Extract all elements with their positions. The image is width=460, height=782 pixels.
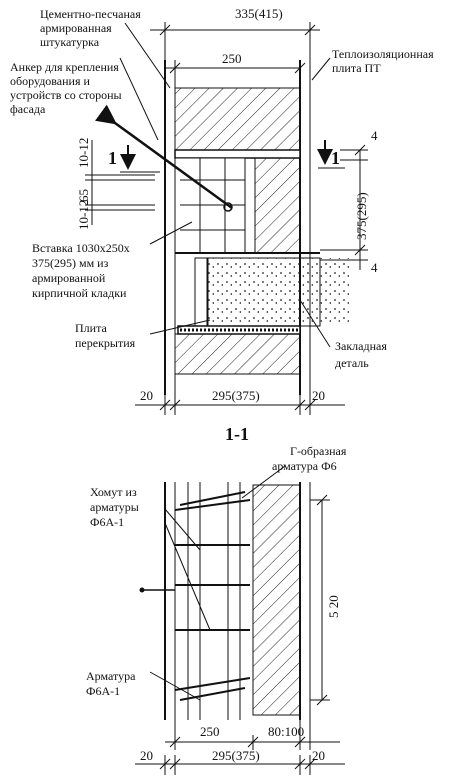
label-anchor-4: фасада [10, 102, 46, 116]
dim-20-left-lower: 20 [140, 748, 153, 763]
label-anchor-1: Анкер для крепления [10, 60, 119, 74]
label-insulation-1: Теплоизоляционная [332, 47, 434, 61]
dim-10-12-top: 10-12 [76, 138, 91, 168]
label-insert-4: кирпичной кладки [32, 286, 127, 300]
dim-5-20: 5 20 [326, 595, 341, 618]
label-stirrup-2: арматуры [90, 500, 139, 514]
label-rebar-2: Ф6А-1 [86, 684, 120, 698]
label-insert-3: армированной [32, 271, 106, 285]
label-embedded-1: Закладная [335, 339, 387, 353]
upper-section [85, 22, 368, 415]
dim-20-right-lower: 20 [312, 748, 325, 763]
dim-65: 65 [76, 189, 91, 202]
dim-4-top: 4 [371, 128, 378, 143]
dim-375-295: 375(295) [354, 192, 369, 240]
label-g-rebar-2: арматура Ф6 [272, 459, 337, 473]
labels: Цементно-песчаная армированная штукатурк… [10, 6, 434, 763]
section-mark-right: 1 [331, 148, 340, 168]
label-g-rebar-1: Г-образная [290, 444, 347, 458]
label-slab-2: перекрытия [75, 336, 136, 350]
label-stirrup-1: Хомут из [90, 485, 137, 499]
label-slab-1: Плита [75, 321, 107, 335]
dim-20-right: 20 [312, 388, 325, 403]
label-plaster-2: армированная [40, 21, 112, 35]
label-stirrup-3: Ф6А-1 [90, 515, 124, 529]
label-rebar-1: Арматура [86, 669, 136, 683]
section-mark-left: 1 [108, 148, 117, 168]
label-insert-2: 375(295) мм из [32, 256, 109, 270]
dim-250-top: 250 [222, 51, 242, 66]
section-1-1 [135, 465, 345, 775]
dim-335-415: 335(415) [235, 6, 283, 21]
label-insert-1: Вставка 1030х250х [32, 241, 130, 255]
label-insulation-2: плита ПТ [332, 61, 381, 75]
label-embedded-2: деталь [335, 356, 369, 370]
label-anchor-2: оборудования и [10, 74, 90, 88]
dim-295-375-lower: 295(375) [212, 748, 260, 763]
dim-80-100: 80:100 [268, 724, 304, 739]
dim-250-lower: 250 [200, 724, 220, 739]
section-title: 1-1 [225, 424, 249, 444]
dim-295-375-upper: 295(375) [212, 388, 260, 403]
dim-10-12-bottom: 10-12 [76, 200, 91, 230]
label-plaster-3: штукатурка [40, 35, 100, 49]
label-anchor-3: устройств со стороны [10, 88, 122, 102]
label-plaster-1: Цементно-песчаная [40, 7, 141, 21]
dim-20-left: 20 [140, 388, 153, 403]
dim-4-bottom: 4 [371, 260, 378, 275]
